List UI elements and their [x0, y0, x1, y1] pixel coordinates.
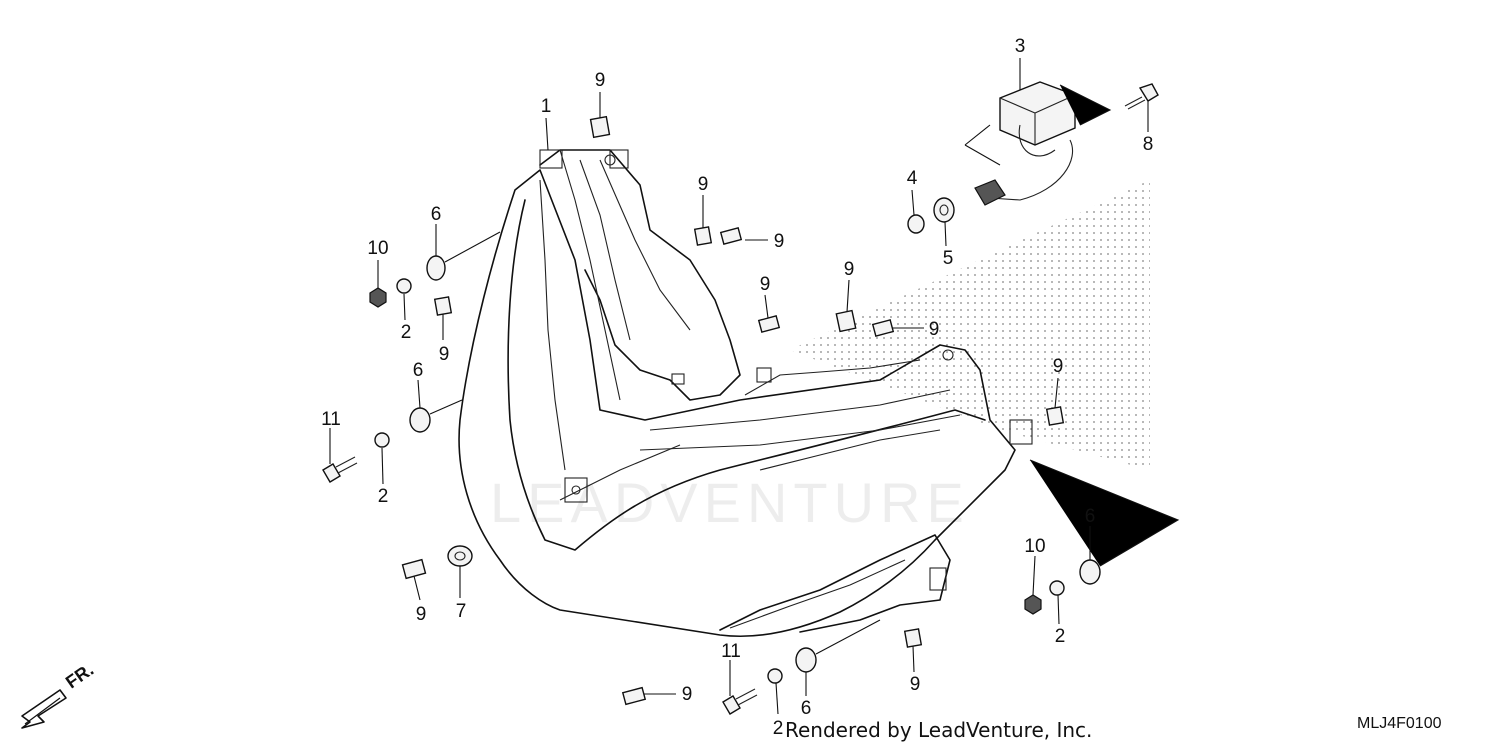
dot-shading — [790, 180, 1150, 470]
callout-9: 9 — [760, 274, 771, 295]
part-4-collar — [907, 214, 925, 234]
part-5-grommet — [933, 197, 955, 223]
callout-6: 6 — [431, 204, 442, 225]
callout-9: 9 — [929, 319, 940, 340]
direction-arrow-icon — [21, 689, 67, 729]
left-lower-hardware — [322, 399, 463, 483]
callout-9: 9 — [698, 174, 709, 195]
callout-9: 9 — [439, 344, 450, 365]
callout-3: 3 — [1015, 36, 1026, 57]
right-lower-hardware — [1024, 459, 1180, 615]
callout-4: 4 — [907, 168, 918, 189]
diagram-code: MLJ4F0100 — [1357, 715, 1442, 732]
callout-9: 9 — [910, 674, 921, 695]
callout-9: 9 — [416, 604, 427, 625]
callout-5: 5 — [943, 248, 954, 269]
callout-2: 2 — [378, 486, 389, 507]
leader-lines — [329, 58, 1149, 715]
part-3-unit — [964, 81, 1112, 206]
callout-11: 11 — [321, 409, 341, 430]
callout-9: 9 — [844, 259, 855, 280]
callout-2: 2 — [773, 718, 784, 739]
watermark: LEADVENTURE — [490, 471, 970, 534]
headlight-assembly — [458, 149, 1033, 638]
callout-2: 2 — [1055, 626, 1066, 647]
callout-10: 10 — [1024, 536, 1045, 557]
callout-2: 2 — [401, 322, 412, 343]
callout-9: 9 — [1053, 356, 1064, 377]
render-credit: Rendered by LeadVenture, Inc. — [785, 718, 1093, 742]
callout-labels: 1 2 2 2 2 3 4 5 6 6 6 6 7 8 9 9 9 9 9 9 … — [321, 36, 1153, 739]
clip-nuts — [401, 115, 1065, 706]
callout-8: 8 — [1143, 134, 1154, 155]
callout-9: 9 — [682, 684, 693, 705]
callout-7: 7 — [456, 601, 467, 622]
callout-9: 9 — [774, 231, 785, 252]
part-7-grommet — [447, 545, 473, 567]
callout-10: 10 — [367, 238, 388, 259]
callout-6: 6 — [801, 698, 812, 719]
callout-6: 6 — [1085, 506, 1096, 527]
callout-11: 11 — [721, 641, 741, 662]
callout-6: 6 — [413, 360, 424, 381]
callout-9: 9 — [595, 70, 606, 91]
callout-1: 1 — [541, 96, 552, 117]
left-upper-hardware — [369, 231, 501, 308]
part-8-bolt — [1124, 83, 1159, 110]
